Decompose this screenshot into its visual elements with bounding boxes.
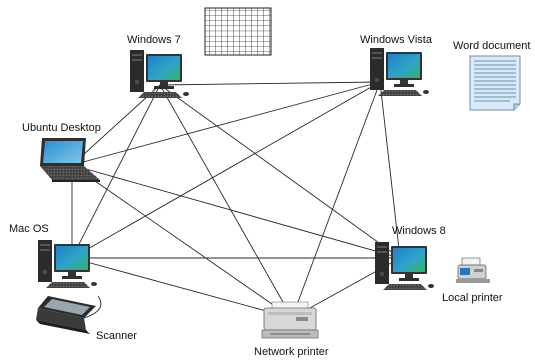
link-ubuntu-printer <box>71 164 293 319</box>
document-icon <box>469 55 521 111</box>
link-ubuntu-win8 <box>71 164 401 259</box>
windows-vista-label: Windows Vista <box>360 34 432 46</box>
link-vista-ubuntu <box>71 81 381 166</box>
link-macos-printer <box>71 257 293 319</box>
link-win7-ubuntu <box>71 84 161 166</box>
windows7-label: Windows 7 <box>127 34 181 46</box>
printer-icon <box>261 301 319 339</box>
desktop-computer-icon <box>38 240 97 288</box>
link-vista-macos <box>71 81 381 259</box>
windows8-label: Windows 8 <box>392 225 446 237</box>
printer-icon <box>456 257 490 283</box>
desktop-computer-icon <box>375 242 434 290</box>
laptop-icon <box>40 138 100 182</box>
link-vista-win8 <box>379 81 401 259</box>
desktop-computer-icon <box>130 50 189 98</box>
scanner-label: Scanner <box>96 330 137 342</box>
scanner-icon <box>36 295 102 334</box>
link-win7-printer <box>159 84 293 319</box>
word-document-label: Word document <box>453 40 531 52</box>
mac-os-label: Mac OS <box>9 223 49 235</box>
spreadsheet-grid-icon <box>204 7 272 56</box>
network-printer-label: Network printer <box>254 346 329 358</box>
link-vista-printer <box>291 81 381 319</box>
desktop-computer-icon <box>370 48 429 96</box>
link-win7-win8 <box>159 84 401 259</box>
local-printer-label: Local printer <box>442 292 503 304</box>
connection-lines <box>71 81 401 319</box>
link-win7-macos <box>71 84 161 259</box>
ubuntu-desktop-label: Ubuntu Desktop <box>22 122 101 134</box>
link-win7-vista <box>159 81 381 86</box>
